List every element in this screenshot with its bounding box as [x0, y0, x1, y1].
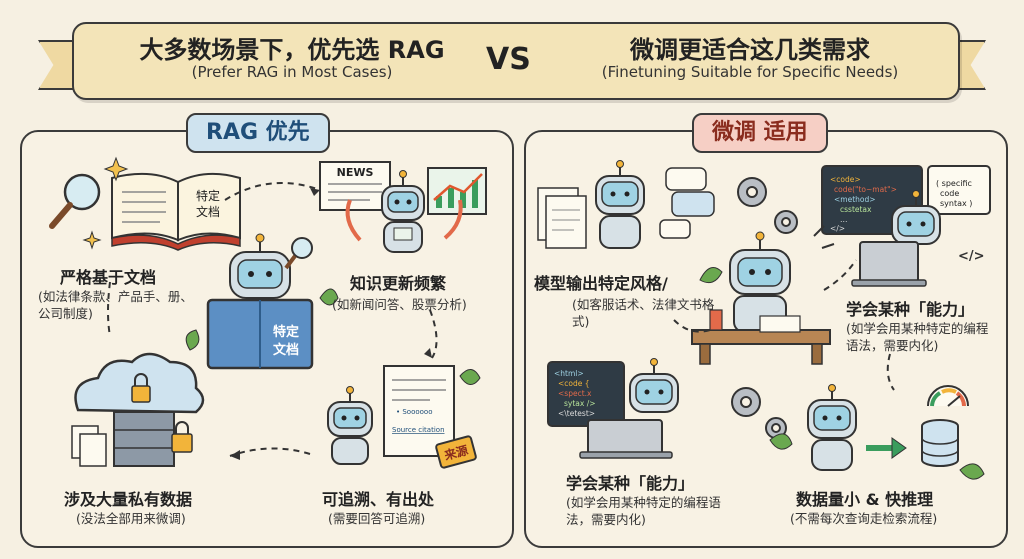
- citation-document-icon: • Soooooo Source citation: [383, 365, 455, 457]
- code-laptop-icon: <html> <code { <spect.x sytax /> <\tetes…: [547, 361, 625, 427]
- rag-item-1-desc: (如法律条款、产品手、册、公司制度): [38, 289, 193, 321]
- svg-text:NEWS: NEWS: [337, 166, 374, 179]
- svg-text:文档: 文档: [196, 204, 220, 219]
- source-stamp-tag: 来源: [435, 435, 477, 469]
- robot-news-icon: [381, 170, 425, 253]
- rag-item-2-title: 知识更新频繁: [350, 274, 447, 293]
- left-subtitle: (Prefer RAG in Most Cases): [191, 63, 393, 81]
- svg-text:<code {: <code {: [558, 379, 590, 388]
- newspaper-icon: NEWS: [319, 161, 391, 211]
- ft-item-1-desc: (如客服话术、法律文书格式): [572, 297, 715, 329]
- ft-item-3-title: 学会某种「能力」: [566, 474, 695, 493]
- robot-style-icon: [595, 160, 645, 249]
- ft-tag: 微调 适用: [692, 113, 828, 153]
- svg-text:特定: 特定: [273, 324, 299, 340]
- ft-item-4-title: 数据量小 & 快推理: [796, 490, 934, 509]
- robot-stamp-icon: [327, 386, 373, 465]
- svg-text:<method>: <method>: [834, 195, 876, 204]
- svg-text:</>: </>: [958, 249, 985, 264]
- svg-text:• Soooooo: • Soooooo: [396, 408, 433, 416]
- magnifier-icon: [49, 173, 101, 229]
- right-title: 微调更适合这几类需求: [630, 36, 870, 64]
- svg-text:( specific: ( specific: [936, 179, 972, 188]
- rag-illustrations: 特定 文档 NEWS: [49, 156, 487, 469]
- vs-label: VS: [486, 42, 531, 77]
- svg-text:</>: </>: [830, 224, 845, 233]
- ft-illustrations: <code> code("to~mat"> <method> csstetax …: [537, 160, 991, 480]
- syntax-note-icon: ( specific code syntax ): [927, 165, 991, 215]
- gear-icon: [737, 177, 798, 234]
- ft-item-2-desc: (如学会用某种特定的编程语法，需要内化): [846, 321, 989, 353]
- right-subtitle: (Finetuning Suitable for Specific Needs): [601, 63, 899, 81]
- rag-item-4-title: 可追溯、有出处: [322, 490, 435, 509]
- svg-text:<code>: <code>: [830, 175, 861, 184]
- svg-text:来源: 来源: [442, 442, 470, 463]
- title-banner: [72, 22, 960, 100]
- rag-item-1-title: 严格基于文档: [60, 268, 157, 287]
- private-cloud-icon: [71, 352, 205, 467]
- svg-text:Source citation: Source citation: [392, 426, 445, 434]
- svg-text:…: …: [840, 215, 848, 224]
- svg-text:code: code: [940, 189, 959, 198]
- svg-text:csstetax: csstetax: [840, 205, 872, 214]
- robot-desk-icon: [691, 231, 831, 365]
- ft-item-3-desc: (如学会用某种特定的编程语法，需要内化): [566, 495, 721, 527]
- ft-item-2-title: 学会某种「能力」: [846, 300, 975, 319]
- gears-icon: [731, 387, 787, 439]
- left-title: 大多数场景下，优先选 RAG: [139, 36, 445, 64]
- svg-text:文档: 文档: [273, 342, 299, 358]
- documents-icon: [537, 187, 587, 249]
- svg-text:code("to~mat">: code("to~mat">: [834, 185, 897, 194]
- rag-item-4-desc: (需要回答可追溯): [328, 511, 426, 526]
- ft-item-1-title: 模型输出特定风格/: [534, 274, 668, 293]
- robot-coding-icon: [579, 358, 679, 459]
- robot-with-book-icon: 特定 文档: [206, 233, 314, 370]
- rag-item-3-title: 涉及大量私有数据: [64, 490, 193, 509]
- speech-bubbles-icon: [659, 167, 715, 239]
- robot-fast-icon: [807, 384, 857, 471]
- svg-text:<html>: <html>: [554, 369, 584, 378]
- rag-item-3-desc: (没法全部用来微调): [76, 511, 186, 526]
- book-label-top: 特定: [196, 188, 220, 203]
- svg-text:sytax />: sytax />: [564, 399, 596, 408]
- svg-text:<spect.x: <spect.x: [558, 389, 592, 398]
- svg-text:syntax ): syntax ): [940, 199, 972, 208]
- stock-chart-icon: [427, 167, 487, 215]
- open-book-icon: 特定 文档: [111, 172, 241, 251]
- rag-tag: RAG 优先: [186, 113, 330, 153]
- speed-gauge-icon: [927, 385, 969, 407]
- ft-item-4-desc: (不需每次查询走检索流程): [790, 511, 938, 526]
- rag-item-2-desc: (如新闻问答、股票分析): [332, 297, 467, 312]
- database-icon: [921, 419, 959, 467]
- robot-laptop-icon: [851, 190, 941, 287]
- svg-text:<\tetest>: <\tetest>: [558, 409, 595, 418]
